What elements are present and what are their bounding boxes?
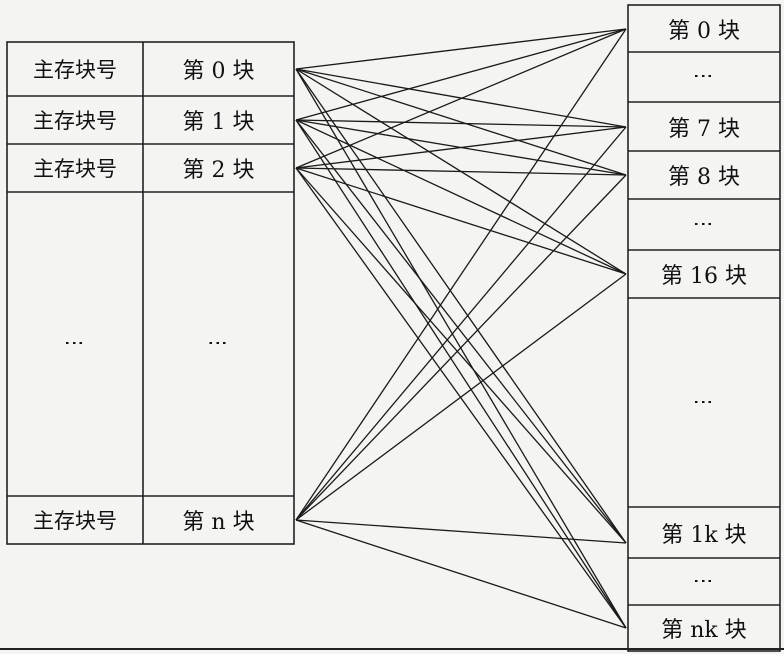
connection-line bbox=[295, 119, 627, 275]
connection-line bbox=[295, 273, 627, 521]
connection-line bbox=[295, 28, 627, 521]
connection-line bbox=[295, 167, 627, 629]
connection-line bbox=[295, 119, 627, 128]
connection-line bbox=[295, 167, 627, 275]
connection-line bbox=[295, 519, 627, 544]
right-ellipsis-dots: ⋮ bbox=[692, 570, 716, 593]
left-ellipsis-block: ⋮ bbox=[143, 192, 294, 496]
connection-line bbox=[295, 126, 627, 521]
connection-line bbox=[295, 119, 627, 629]
right-ellipsis-dots: ⋮ bbox=[692, 391, 716, 414]
connection-line bbox=[295, 167, 627, 544]
left-table-frame bbox=[6, 41, 295, 545]
connection-line bbox=[295, 68, 627, 544]
right-cell-ellipsis-3: ⋮ bbox=[628, 298, 780, 507]
left-block-0: 第 0 块 bbox=[182, 59, 255, 84]
right-column-frame bbox=[627, 4, 781, 652]
right-cell-16: 第 16 块 bbox=[661, 264, 747, 289]
connection-line bbox=[295, 68, 627, 176]
left-ellipsis-tag: ⋮ bbox=[7, 192, 143, 496]
right-ellipsis-dots: ⋮ bbox=[692, 66, 716, 88]
connection-line bbox=[295, 28, 627, 121]
right-ellipsis-dots: ⋮ bbox=[692, 213, 716, 236]
left-tag-2: 主存块号 bbox=[33, 157, 117, 181]
left-block-2: 第 2 块 bbox=[182, 158, 255, 183]
right-cell-nk: 第 nk 块 bbox=[661, 618, 747, 643]
right-cell-7: 第 7 块 bbox=[668, 116, 740, 142]
bottom-border-line bbox=[0, 648, 784, 650]
connection-line bbox=[295, 28, 627, 169]
right-cell-ellipsis-2: ⋮ bbox=[628, 199, 780, 250]
right-cell-ellipsis-1: ⋮ bbox=[628, 52, 780, 102]
right-cell-1k: 第 1k 块 bbox=[661, 522, 747, 548]
left-block-1: 第 1 块 bbox=[182, 110, 255, 135]
connection-line bbox=[295, 167, 627, 176]
connection-line bbox=[295, 119, 627, 544]
connection-line bbox=[295, 174, 627, 521]
connection-lines bbox=[295, 28, 627, 629]
right-cell-ellipsis-4: ⋮ bbox=[628, 558, 780, 605]
connection-line bbox=[295, 126, 627, 169]
connection-line bbox=[295, 519, 627, 629]
left-block-n: 第 n 块 bbox=[182, 510, 255, 535]
left-tag-n: 主存块号 bbox=[33, 509, 117, 533]
connection-line bbox=[295, 28, 627, 70]
left-ellipsis-tag-dots: ⋮ bbox=[63, 333, 87, 355]
connection-line bbox=[295, 68, 627, 629]
left-tag-1: 主存块号 bbox=[33, 109, 117, 133]
left-tag-0: 主存块号 bbox=[33, 58, 117, 82]
right-cell-8: 第 8 块 bbox=[668, 165, 740, 190]
left-ellipsis-block-dots: ⋮ bbox=[206, 333, 231, 355]
right-cell-0: 第 0 块 bbox=[668, 18, 740, 44]
